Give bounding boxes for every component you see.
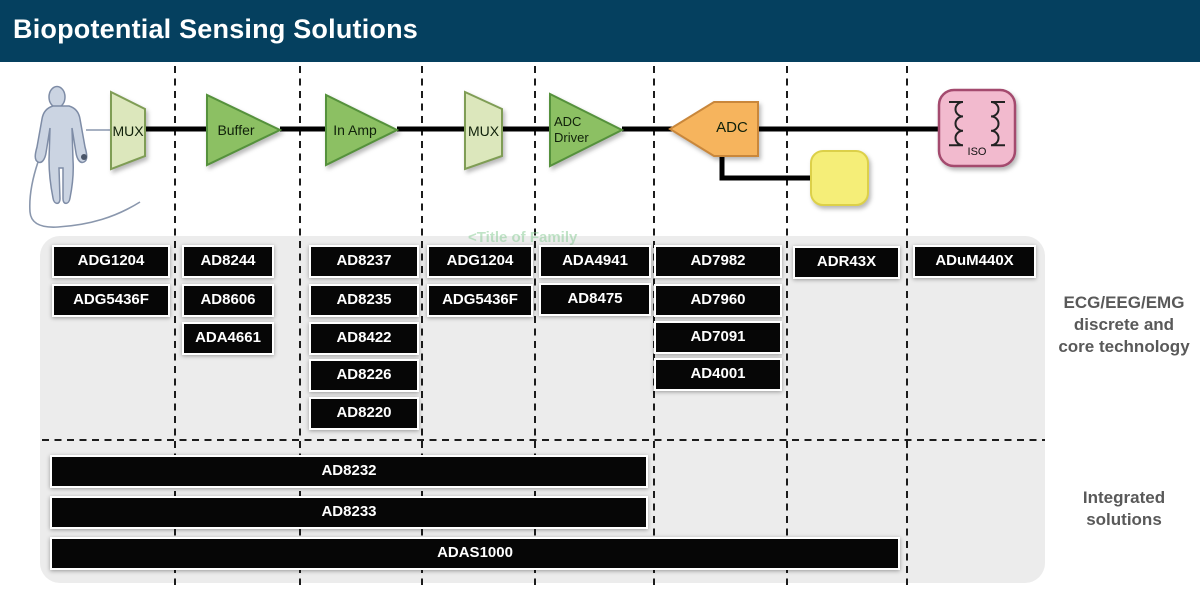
part-chip: AD8244 (182, 245, 274, 278)
lead-wire (29, 161, 141, 228)
part-chip: AD8475 (539, 283, 651, 316)
part-chip: AD7960 (654, 284, 782, 317)
reference-branch-wire (719, 152, 811, 181)
adc-driver-label: ADC Driver (554, 114, 589, 145)
part-chip: AD8422 (309, 322, 419, 355)
part-chip: ADA4941 (539, 245, 651, 278)
part-chip: AD8226 (309, 359, 419, 392)
header-bar: Biopotential Sensing Solutions (0, 0, 1200, 62)
adc-label: ADC (716, 118, 748, 136)
part-chip: AD7091 (654, 321, 782, 354)
mux-label: MUX (112, 122, 144, 139)
part-chip: AD7982 (654, 245, 782, 278)
ref-block (810, 150, 869, 206)
part-chip: AD8606 (182, 284, 274, 317)
part-chip: ADA4661 (182, 322, 274, 355)
part-chip: ADG5436F (427, 284, 533, 317)
part-chip: AD8237 (309, 245, 419, 278)
integrated-section-label: Integrated solutions (1082, 488, 1166, 529)
transformer-icon (949, 101, 1005, 147)
page-title: Biopotential Sensing Solutions (13, 14, 419, 44)
electrode-dot (81, 154, 87, 160)
part-chip: AD4001 (654, 358, 782, 391)
inamp-label: In Amp (333, 122, 377, 138)
watermark-text: <Title of Family (468, 229, 578, 246)
part-chip: ADG1204 (52, 245, 170, 278)
integrated-bar: AD8232 (50, 455, 648, 488)
buffer-label: Buffer (217, 122, 255, 138)
discrete-section-label: ECG/EEG/EMG discrete and core technology (1058, 293, 1190, 356)
integrated-bar: ADAS1000 (50, 537, 900, 570)
part-chip: AD8220 (309, 397, 419, 430)
mux2-label: MUX (467, 122, 500, 139)
iso-label: ISO (967, 146, 987, 158)
integrated-bar: AD8233 (50, 496, 648, 529)
part-chip: ADuM440X (913, 245, 1036, 278)
part-chip: ADR43X (793, 246, 900, 279)
part-chip: ADG1204 (427, 245, 533, 278)
part-chip: AD8235 (309, 284, 419, 317)
part-chip: ADG5436F (52, 284, 170, 317)
